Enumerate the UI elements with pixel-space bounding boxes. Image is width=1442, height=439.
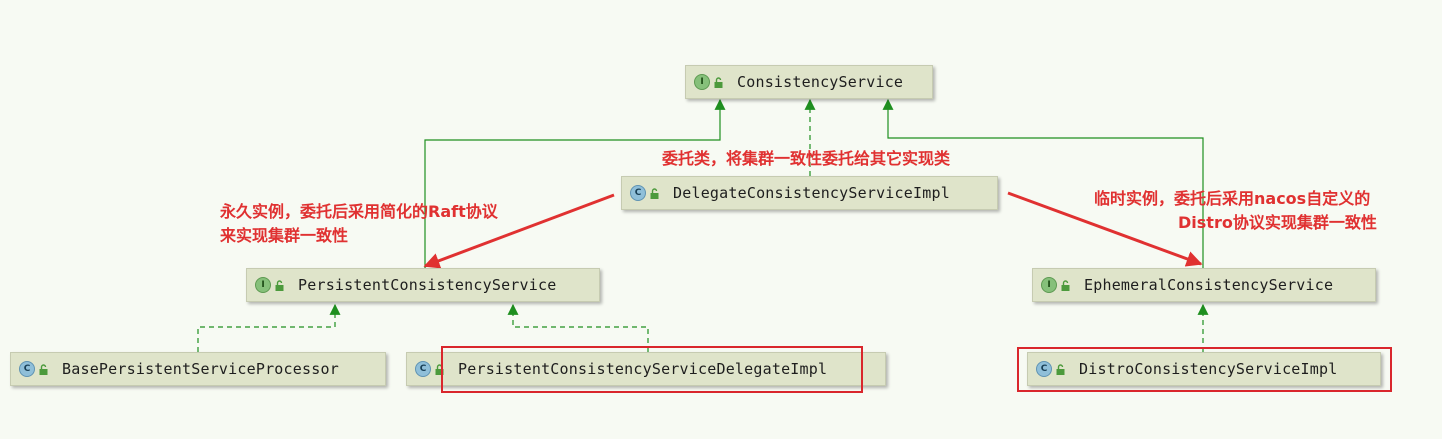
class-icon: C xyxy=(19,361,35,377)
interface-icon: I xyxy=(255,277,271,293)
persistent-delegate-implements-line xyxy=(507,303,649,352)
interface-icon: I xyxy=(1041,277,1057,293)
delegate-annotation: 委托类，将集群一致性委托给其它实现类 xyxy=(662,149,951,168)
distro-impl-highlight-box xyxy=(1017,347,1392,392)
ephemeral-consistency-service-node[interactable]: I EphemeralConsistencyService xyxy=(1032,268,1376,302)
node-name: DelegateConsistencyServiceImpl xyxy=(673,184,950,202)
lock-icon xyxy=(39,363,48,375)
persistent-consistency-service-delegate-impl-node[interactable]: C PersistentConsistencyServiceDelegateIm… xyxy=(406,352,886,386)
delegate-to-persistent-arrow xyxy=(423,193,615,269)
persistent-annotation-line1: 永久实例，委托后采用简化的Raft协议 xyxy=(220,202,498,221)
node-name: PersistentConsistencyServiceDelegateImpl xyxy=(458,360,828,378)
delegate-consistency-service-impl-node[interactable]: C DelegateConsistencyServiceImpl xyxy=(621,176,998,210)
node-name: DistroConsistencyServiceImpl xyxy=(1079,360,1338,378)
node-name: BasePersistentServiceProcessor xyxy=(62,360,339,378)
delegate-to-ephemeral-arrow xyxy=(1007,191,1203,267)
class-icon: C xyxy=(1036,361,1052,377)
class-icon: C xyxy=(630,185,646,201)
ephemeral-extends-line xyxy=(882,98,1204,268)
persistent-annotation-line2: 来实现集群一致性 xyxy=(220,226,349,245)
persistent-extends-line xyxy=(424,98,726,268)
node-name: ConsistencyService xyxy=(737,73,904,91)
distro-consistency-service-impl-node[interactable]: C DistroConsistencyServiceImpl xyxy=(1027,352,1381,386)
base-persistent-service-processor-node[interactable]: C BasePersistentServiceProcessor xyxy=(10,352,386,386)
lock-icon xyxy=(1056,363,1065,375)
interface-icon: I xyxy=(694,74,710,90)
node-name: PersistentConsistencyService xyxy=(298,276,557,294)
ephemeral-annotation-line2: Distro协议实现集群一致性 xyxy=(1178,213,1377,232)
node-name: EphemeralConsistencyService xyxy=(1084,276,1334,294)
base-processor-implements-line xyxy=(197,303,341,352)
consistency-service-node[interactable]: I ConsistencyService xyxy=(685,65,933,99)
lock-icon xyxy=(1061,279,1070,291)
lock-icon xyxy=(275,279,284,291)
class-icon: C xyxy=(415,361,431,377)
persistent-delegate-highlight-box xyxy=(441,346,863,393)
persistent-consistency-service-node[interactable]: I PersistentConsistencyService xyxy=(246,268,600,302)
ephemeral-annotation-line1: 临时实例，委托后采用nacos自定义的 xyxy=(1094,189,1371,208)
lock-icon xyxy=(714,76,723,88)
lock-icon xyxy=(650,187,659,199)
